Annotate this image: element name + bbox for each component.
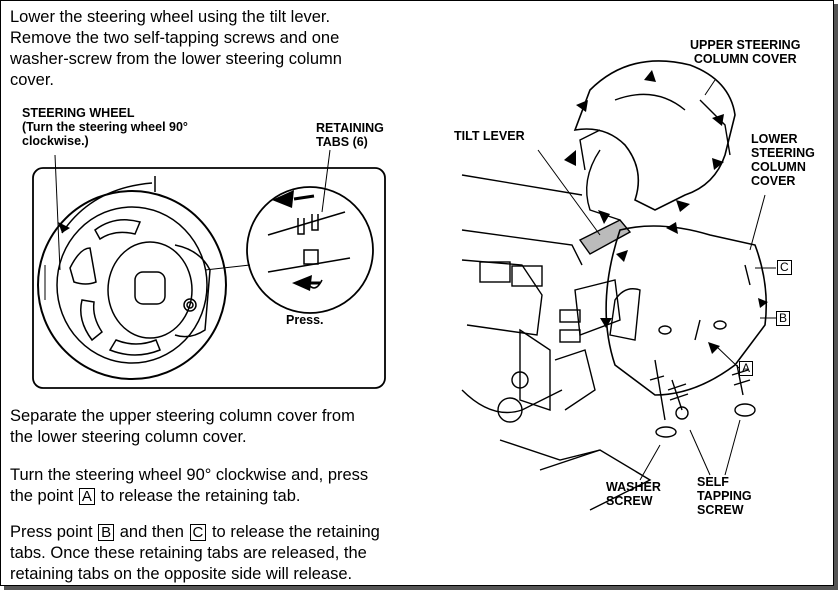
step-4-text-mid: and then (115, 523, 189, 541)
instruction-step-2: Separate the upper steering column cover… (10, 407, 355, 446)
point-b-box: B (98, 524, 115, 541)
point-a-box: A (78, 488, 95, 505)
instruction-step-4: Press point B and then C to release the … (10, 522, 380, 585)
tilt-lever-label: TILT LEVER (454, 129, 525, 143)
self-tapping-screw-label: SELF TAPPING SCREW (697, 475, 752, 517)
steering-wheel-label: STEERING WHEEL (Turn the steering wheel … (22, 106, 188, 148)
retaining-tabs-label: RETAINING TABS (6) (316, 121, 384, 149)
callout-c: C (777, 260, 792, 275)
step-4-text-post: to release the retaining tabs. Once thes… (10, 523, 380, 583)
step-3-text-pre: Turn the steering wheel 90° clockwise an… (10, 466, 369, 505)
instruction-step-1: Lower the steering wheel using the tilt … (10, 8, 342, 89)
lower-cover-label: LOWER STEERING COLUMN COVER (751, 132, 815, 188)
upper-cover-label: UPPER STEERING COLUMN COVER (690, 38, 801, 66)
washer-screw-label: WASHER SCREW (606, 480, 661, 508)
step-4-text-a: Press point (10, 523, 98, 541)
callout-b: B (776, 311, 791, 326)
instruction-step-3: Turn the steering wheel 90° clockwise an… (10, 465, 368, 507)
point-c-box: C (189, 524, 207, 541)
press-label: Press. (286, 313, 324, 327)
step-3-text-post: to release the retaining tab. (95, 487, 301, 505)
